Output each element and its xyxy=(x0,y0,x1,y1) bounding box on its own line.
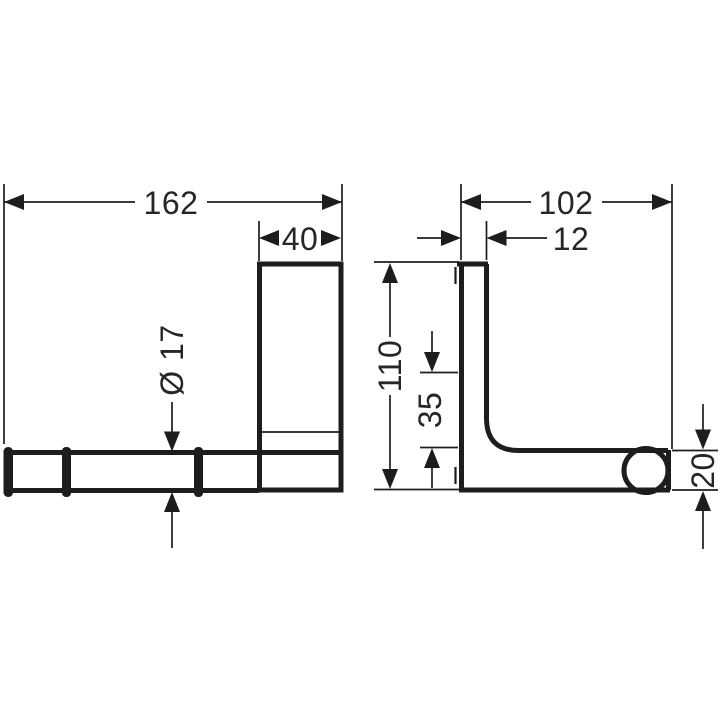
arrowhead xyxy=(382,469,398,489)
wall-plate-front xyxy=(257,261,344,493)
arrowhead xyxy=(652,194,672,210)
dim-plate-width-label: 40 xyxy=(282,221,319,257)
arrowhead xyxy=(461,194,481,210)
dim-lower-offset-label: 35 xyxy=(412,392,448,429)
dim-height: 110 xyxy=(372,261,459,491)
rod-ring-left xyxy=(62,447,71,497)
arrowhead xyxy=(4,194,24,210)
side-view xyxy=(454,261,671,495)
dim-height-label: 110 xyxy=(372,340,408,393)
arrowhead xyxy=(424,352,440,372)
front-view xyxy=(3,261,344,497)
arrowhead xyxy=(259,230,279,246)
arrowhead xyxy=(441,230,461,246)
arrowhead xyxy=(164,492,180,512)
arrowhead xyxy=(382,263,398,283)
arrowhead xyxy=(424,448,440,468)
arrowhead xyxy=(164,431,180,452)
dim-end-diameter: 20 xyxy=(672,404,720,549)
dim-plate-thickness-label: 12 xyxy=(553,221,590,257)
dim-rod-diameter: Ø 17 xyxy=(154,324,190,548)
dim-lower-offset: 35 xyxy=(412,331,458,488)
dim-plate-thickness: 12 xyxy=(417,221,589,260)
dim-total-width-label: 162 xyxy=(144,185,199,221)
arrowhead xyxy=(695,429,711,450)
rod-end-circle xyxy=(621,446,671,495)
arrowhead xyxy=(486,230,507,246)
dim-projection-depth-label: 102 xyxy=(539,185,594,221)
arrowhead xyxy=(695,491,711,511)
dim-plate-width: 40 xyxy=(258,221,341,261)
arrowhead xyxy=(321,230,341,246)
dim-total-width: 162 xyxy=(3,184,343,444)
rod-ring-right xyxy=(194,447,203,497)
dim-rod-diameter-label: Ø 17 xyxy=(154,324,190,395)
rod-end-cap xyxy=(3,447,13,497)
dim-projection-depth: 102 xyxy=(460,184,673,449)
dim-end-diameter-label: 20 xyxy=(685,452,720,489)
bracket-inner-edge xyxy=(484,264,668,453)
arrowhead xyxy=(322,194,342,210)
